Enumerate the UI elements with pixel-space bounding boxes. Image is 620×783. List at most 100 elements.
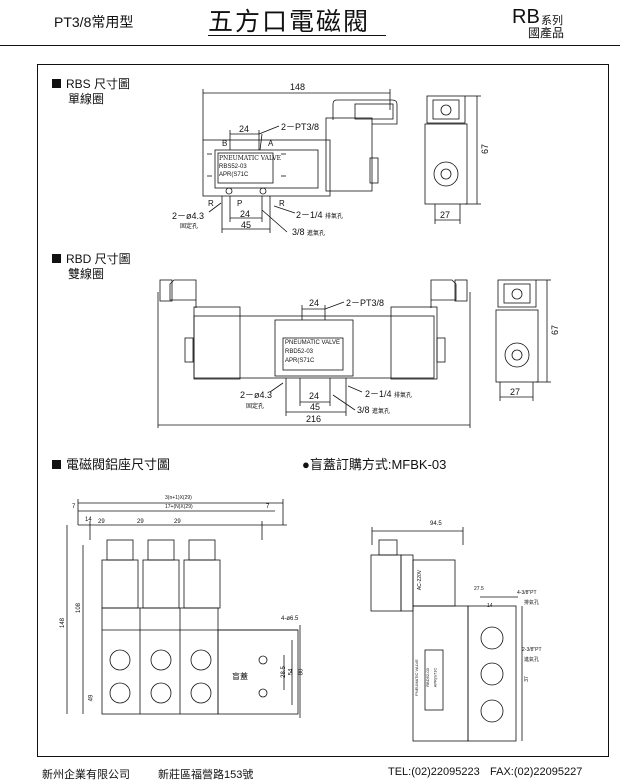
page-title: 五方口電磁閥 — [208, 7, 371, 36]
rbs-port-pt: 2－PT3/8 — [281, 122, 320, 132]
base-dim-top2: 17+(N)X(29) — [165, 504, 193, 510]
rbd-port-pt: 2－PT3/8 — [346, 298, 385, 308]
rbs-hole-label: 固定孔 — [180, 224, 199, 230]
base-hole: 4-ø6.5 — [281, 616, 299, 622]
rbs-dim-24-top: 24 — [239, 124, 250, 134]
base-dim-148: 148 — [60, 617, 67, 629]
base-section-title: 電磁閥鋁座尺寸圖 — [52, 458, 170, 472]
rbd-front-view — [157, 279, 471, 428]
rbs-intake-size: 3/8 — [292, 227, 305, 237]
rbd-dim-45: 45 — [310, 402, 321, 412]
rbs-exhaust-label: 排氣孔 — [325, 214, 344, 220]
base-dim-54: 54 — [288, 668, 295, 676]
cover-port-top-label: 排氣孔 — [524, 600, 540, 606]
footer-company: 新州企業有限公司 — [42, 769, 130, 781]
rbs-port-a: A — [268, 139, 274, 148]
section-marker — [52, 254, 61, 263]
base-title-text: 電磁閥鋁座尺寸圖 — [66, 457, 171, 472]
rbd-intake-label: 進氣孔 — [372, 409, 391, 415]
cover-port-side: 2-3/8"PT — [522, 647, 542, 653]
base-dim-49: 49 — [88, 694, 95, 702]
rbd-hole-label: 固定孔 — [246, 404, 265, 410]
header-rule — [0, 45, 620, 46]
rbd-exhaust-label: 排氣孔 — [394, 393, 413, 399]
cover-label-1: PNEUMATIC VALVE — [413, 659, 419, 696]
rbs-port-r1: R — [208, 199, 214, 208]
blind-cover-order: ●盲蓋訂購方式:MFBK-03 — [302, 457, 447, 472]
rbd-title-text: RBD 尺寸圖 — [66, 252, 131, 266]
base-dim-top1: 3(n+1)X(29) — [165, 495, 192, 501]
rbs-section-subtitle: 單線圈 — [68, 92, 105, 106]
rbs-dim-45: 45 — [241, 220, 252, 230]
rbs-hole-dia: 2－ø4.3 — [172, 211, 205, 221]
rbs-side-67: 67 — [480, 143, 491, 155]
rbs-title-text: RBS 尺寸圖 — [66, 77, 131, 91]
rbs-label-1: PNEUMATIC VALVE — [219, 155, 281, 162]
rbs-port-p: P — [237, 199, 243, 208]
section-marker — [52, 79, 61, 88]
base-dim-7a: 7 — [72, 504, 76, 510]
rbs-label-3: APR(S71C — [219, 172, 249, 178]
base-cover-text: 盲蓋 — [232, 672, 248, 681]
rbs-exhaust-size: 2－1/4 — [296, 210, 323, 220]
rbd-section-subtitle: 雙線圈 — [68, 267, 105, 281]
cover-dim-37: 37 — [523, 676, 530, 682]
rbd-dim-24-top: 24 — [309, 298, 320, 308]
cover-port-side-label: 進氣孔 — [524, 657, 540, 663]
base-dim-29a: 29 — [98, 519, 105, 525]
rbs-intake-label: 進氣孔 — [307, 231, 326, 237]
drawing-frame — [37, 64, 609, 757]
rbs-side-view — [424, 95, 481, 224]
rbs-port-r2: R — [279, 199, 285, 208]
product-origin: 國產品 — [528, 26, 565, 40]
rbd-intake-size: 3/8 — [357, 405, 370, 415]
rbs-label-2: RBS52-03 — [219, 164, 247, 170]
rbs-dim-148: 148 — [290, 82, 306, 92]
section-marker — [52, 460, 61, 469]
rbs-front-view — [202, 89, 398, 233]
rbs-port-b: B — [222, 139, 228, 148]
base-dim-80: 80 — [298, 668, 305, 676]
rbd-hole-dia: 2－ø4.3 — [240, 390, 273, 400]
series-suffix: 系列 — [541, 15, 563, 27]
rbd-exhaust: 2－1/4 排氣孔 — [365, 387, 412, 400]
rbd-label-2: RBD52-03 — [285, 349, 314, 355]
footer-address: 新莊區福營路153號 — [158, 769, 254, 781]
rbd-intake: 3/8 進氣孔 — [357, 405, 390, 415]
cover-label-3: APR(S71C — [432, 667, 438, 688]
cover-dim-14: 14 — [487, 603, 493, 609]
rbd-exhaust-size: 2－1/4 — [365, 389, 392, 399]
rbs-exhaust: 2－1/4 排氣孔 — [296, 208, 343, 221]
rbd-label-1: PNEUMATIC VALVE — [285, 340, 341, 346]
base-dim-108: 108 — [76, 602, 83, 614]
cover-dim-275: 27.5 — [474, 586, 484, 592]
base-dim-29c: 29 — [174, 519, 181, 525]
rbd-side-67: 67 — [550, 324, 561, 336]
cover-label-2: RBD52-03 — [424, 668, 430, 687]
cover-coil-text: AC-220V — [417, 569, 424, 591]
blind-cover-view — [370, 527, 523, 742]
title-underline — [208, 35, 386, 36]
rbd-side-view — [495, 279, 551, 401]
series-prefix: RB — [512, 6, 540, 28]
footer-fax: FAX:(02)22095227 — [490, 766, 583, 778]
footer-tel: TEL:(02)22095223 — [388, 766, 480, 778]
base-dim-14: 14 — [85, 517, 92, 523]
rbs-dim-24-bot: 24 — [240, 209, 251, 219]
rbd-section-title: RBD 尺寸圖 — [52, 252, 131, 266]
base-dim-285: 28.5 — [280, 666, 287, 678]
rbd-dim-216: 216 — [306, 414, 322, 424]
cover-port-top: 4-3/8"PT — [517, 590, 537, 596]
base-view — [66, 499, 301, 718]
rbs-section-title: RBS 尺寸圖 — [52, 77, 130, 91]
base-dim-7b: 7 — [266, 504, 270, 510]
model-label: PT3/8常用型 — [54, 14, 134, 30]
rbd-label-3: APR(S71C — [285, 358, 315, 364]
rbd-dim-24-bot: 24 — [309, 391, 320, 401]
rbs-intake: 3/8 進氣孔 — [292, 227, 325, 237]
rbs-side-27: 27 — [440, 210, 451, 220]
rbd-side-27: 27 — [510, 387, 521, 397]
cover-dim-945: 94.5 — [430, 521, 442, 527]
base-dim-29b: 29 — [137, 519, 144, 525]
